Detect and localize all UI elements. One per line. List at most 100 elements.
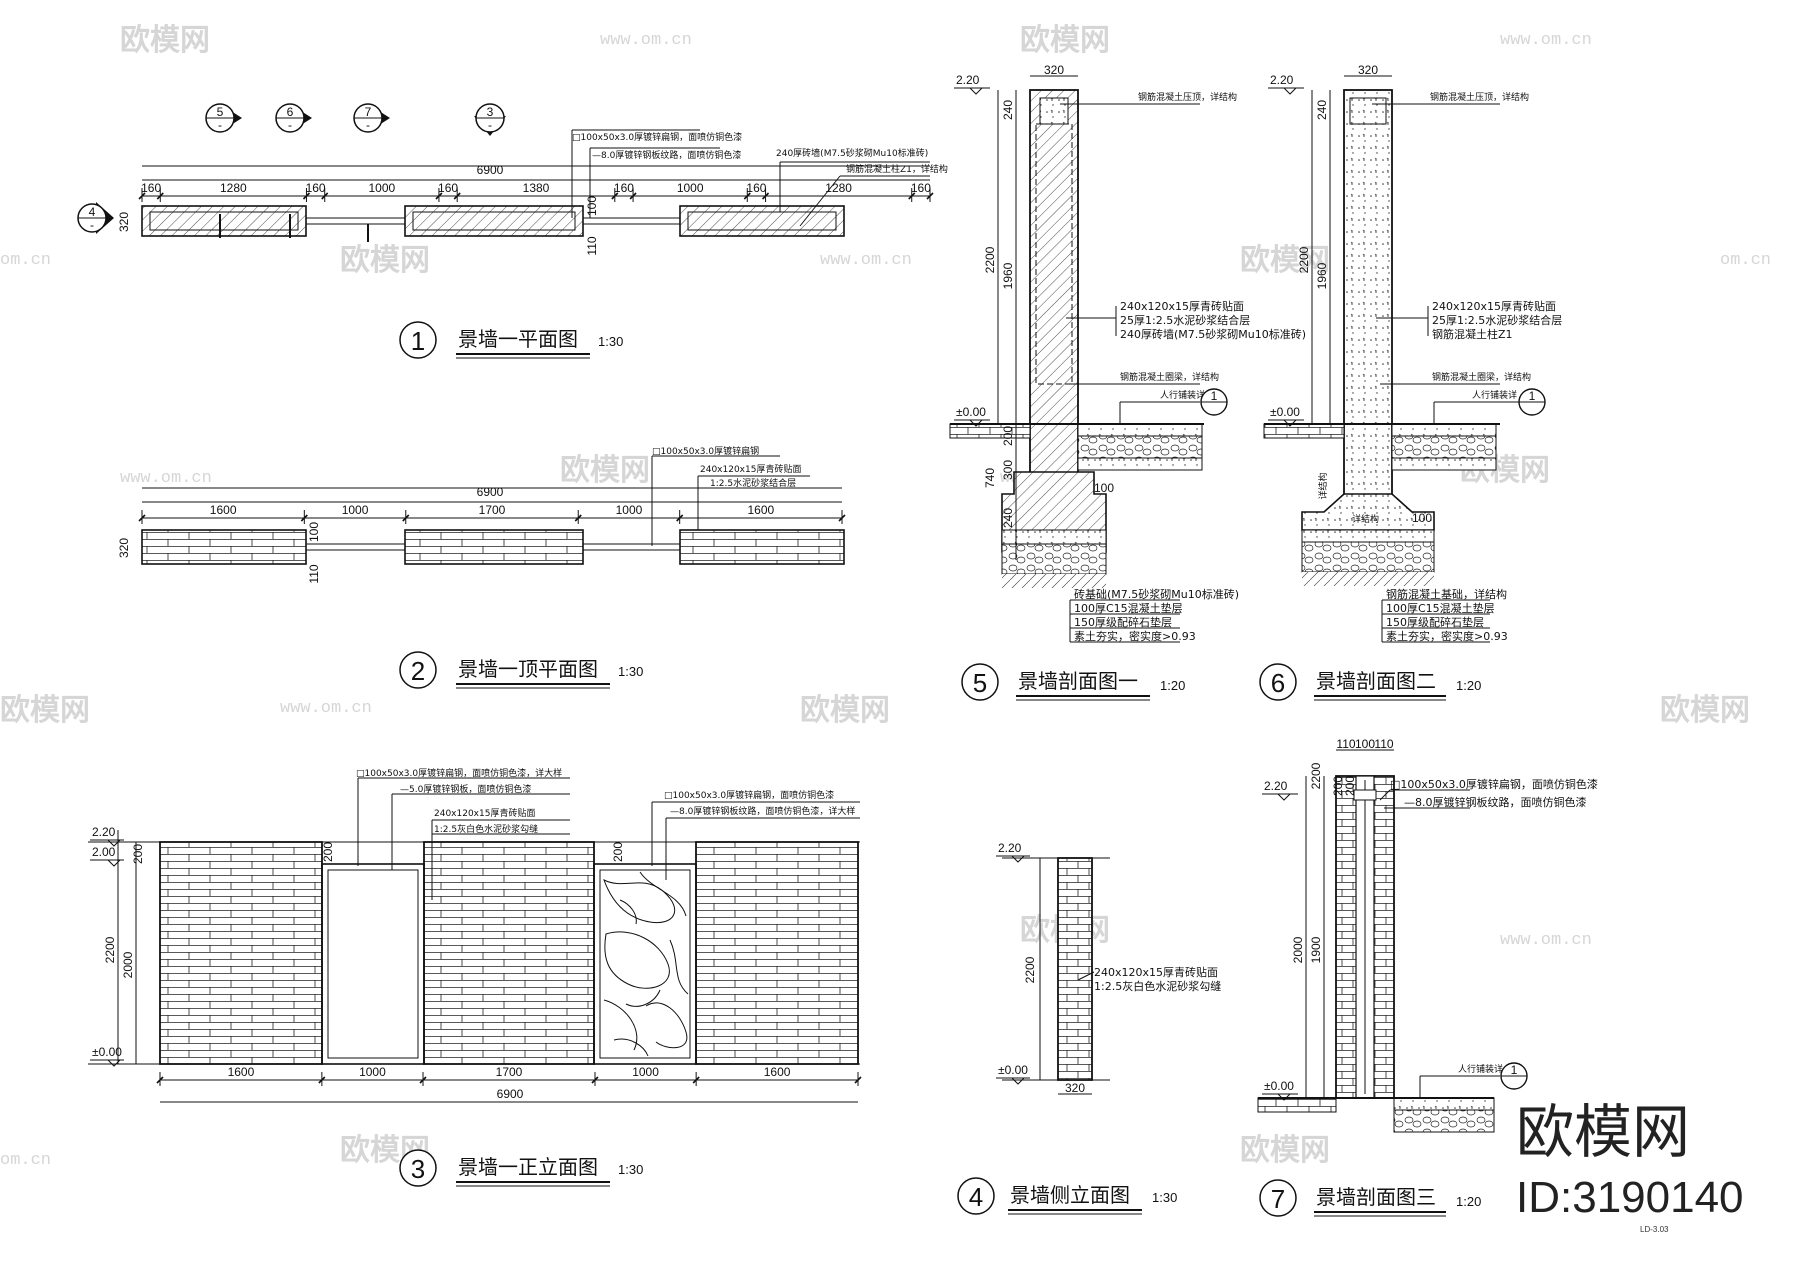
v2-depth-dim: 320 (117, 538, 131, 558)
v6-callout-top: 钢筋混凝土压顶，详结构 (1430, 91, 1529, 103)
v7-dim-left-3: 1900 (1309, 936, 1323, 963)
svg-text:7: 7 (365, 105, 372, 119)
v4-width-dim: 320 (1065, 1081, 1085, 1095)
v5-level-220: 2.20 (954, 73, 990, 95)
v7-dim-left-0: 200 (1331, 776, 1345, 796)
v4-callout-1: 240x120x15厚青砖贴面 (1094, 965, 1218, 979)
watermark-url-3: www.om.cn (120, 469, 212, 488)
v1-dim-a: 110 (585, 236, 599, 255)
v3-dim-left-2: 2000 (121, 951, 135, 978)
v7-callout-2: —8.0厚镀锌钢板纹路，面喷仿铜色漆 (1404, 795, 1587, 809)
v6-callout-paving: 人行铺装详 (1472, 389, 1517, 401)
watermark-brand-12: 欧模网 (1240, 1133, 1330, 1168)
v7-dim-left-1: 2200 (1309, 762, 1323, 789)
brand-name: 欧模网 (1516, 1098, 1690, 1166)
v1-total-dim: 6900 (477, 163, 504, 177)
v6-ground-left (1263, 423, 1345, 439)
v7-number: 7 (1271, 1184, 1285, 1214)
watermark-brand-4: 欧模网 (560, 453, 650, 488)
v3-callout-left-1: □100x50x3.0厚镀锌扁钢，面喷仿铜色漆，详大样 (356, 767, 562, 779)
v3-dim-3: 1000 (632, 1065, 659, 1079)
v5-callout-bottom-3: 150厚级配碎石垫层 (1074, 615, 1172, 629)
v3-title: 景墙一正立面图 (458, 1155, 598, 1179)
v4-height-dim: 2200 (1023, 956, 1037, 983)
v5-soil (1002, 574, 1106, 588)
v1-dim-9: 1280 (825, 181, 852, 195)
v6-callout-bottom-1: 钢筋混凝土基础，详结构 (1386, 587, 1507, 601)
v7-dim-top-0: 110 (1336, 737, 1355, 751)
watermark-url-0: www.om.cn (600, 31, 692, 50)
v5-top-dim: 320 (1044, 63, 1064, 77)
v3-dim-left-0: 200 (131, 844, 145, 864)
svg-text:-: - (288, 118, 292, 132)
v3-callout-left-2: —5.0厚镀锌钢板，面喷仿铜色漆 (400, 783, 531, 795)
v5-callout-top: 钢筋混凝土压顶，详结构 (1138, 91, 1237, 103)
v1-dim-5: 1380 (523, 181, 550, 195)
v6-gravel-bed (1301, 541, 1435, 573)
v1-dim-10: 160 (911, 181, 931, 195)
svg-text:-: - (218, 118, 222, 132)
v1-dim-8: 160 (746, 181, 766, 195)
v5-callout-mid-2: 25厚1:2.5水泥砂浆结合层 (1120, 313, 1250, 327)
v3-wall-c (695, 841, 859, 1065)
v7-level-220: 2.20 (1262, 779, 1298, 801)
v1-wall-c (679, 205, 845, 237)
v3-steel-frame (321, 863, 425, 1065)
v6-conc-bed (1301, 529, 1435, 543)
v1-dim-3: 1000 (368, 181, 395, 195)
v6-soil (1302, 572, 1434, 586)
v5-dim-left-4: 740 (983, 468, 997, 488)
v2-wall-a (141, 529, 307, 565)
v5-number: 5 (973, 668, 987, 698)
v6-top-dim: 320 (1358, 63, 1378, 77)
v3-level-000: ±0.00 (90, 1045, 124, 1067)
watermark-url-short-1: om.cn (1720, 251, 1771, 270)
svg-text:3: 3 (487, 105, 494, 119)
v6-scale: 1:20 (1456, 678, 1481, 693)
v6-callout-mid-3: 钢筋混凝土柱Z1 (1432, 327, 1513, 341)
v1-scale: 1:30 (598, 334, 623, 349)
svg-text:5: 5 (217, 105, 224, 119)
v5-dim-left-6: 240 (1001, 508, 1015, 528)
svg-text:2.20: 2.20 (1264, 779, 1288, 793)
v3-wall-a (159, 841, 323, 1065)
elevation-marker-4: 4 - (77, 202, 114, 234)
watermark-url-1: www.om.cn (1500, 31, 1592, 50)
v7-title: 景墙剖面图三 (1316, 1185, 1436, 1209)
v5-paving (1077, 423, 1203, 437)
view-7-section-3: 110 100 110 200 2200 2000 1900 200 2.20 … (1257, 737, 1598, 1217)
v7-paving-ref: 1 (1511, 1063, 1518, 1077)
v2-dim-3: 1000 (616, 503, 643, 517)
v5-gravel-bed (1001, 543, 1107, 575)
v6-level-220: 2.20 (1268, 73, 1304, 95)
v1-callout-4: 钢筋混凝土柱Z1，详结构 (846, 163, 948, 175)
v4-title: 景墙侧立面图 (1010, 1183, 1130, 1207)
v5-dim-left-1: 2200 (983, 246, 997, 273)
v5-callout-beam: 钢筋混凝土圈梁，详结构 (1120, 371, 1219, 383)
v2-scale: 1:30 (618, 664, 643, 679)
v3-dim-0: 1600 (228, 1065, 255, 1079)
v3-number: 3 (411, 1154, 425, 1184)
v3-level-200: 2.00 (90, 845, 124, 867)
brand-mark: 欧模网 ID:3190140 LD-3.03 (1516, 1098, 1744, 1234)
svg-text:4: 4 (89, 205, 96, 219)
v6-callout-mid-1: 240x120x15厚青砖贴面 (1432, 299, 1556, 313)
v1-dim-b: 100 (585, 196, 599, 216)
v7-dim-top-2: 110 (1374, 737, 1393, 751)
watermark-url-short-2: om.cn (0, 1151, 51, 1170)
sheet-number: LD-3.03 (1640, 1225, 1669, 1234)
v3-dim-2: 1700 (496, 1065, 523, 1079)
v2-dim-4: 1600 (747, 503, 774, 517)
watermark-brand-7: 欧模网 (800, 693, 890, 728)
v3-panel-ornament (603, 871, 689, 1057)
v3-callout-right-1: □100x50x3.0厚镀锌扁钢，面喷仿铜色漆 (664, 789, 834, 801)
svg-text:2.20: 2.20 (956, 73, 980, 87)
v3-dim-inner: 200 (321, 842, 335, 862)
v7-ground-left (1257, 1097, 1337, 1113)
v6-title: 景墙剖面图二 (1316, 669, 1436, 693)
v5-scale: 1:20 (1160, 678, 1185, 693)
svg-text:6: 6 (287, 105, 294, 119)
v5-callout-paving: 人行铺装详 (1160, 389, 1205, 401)
